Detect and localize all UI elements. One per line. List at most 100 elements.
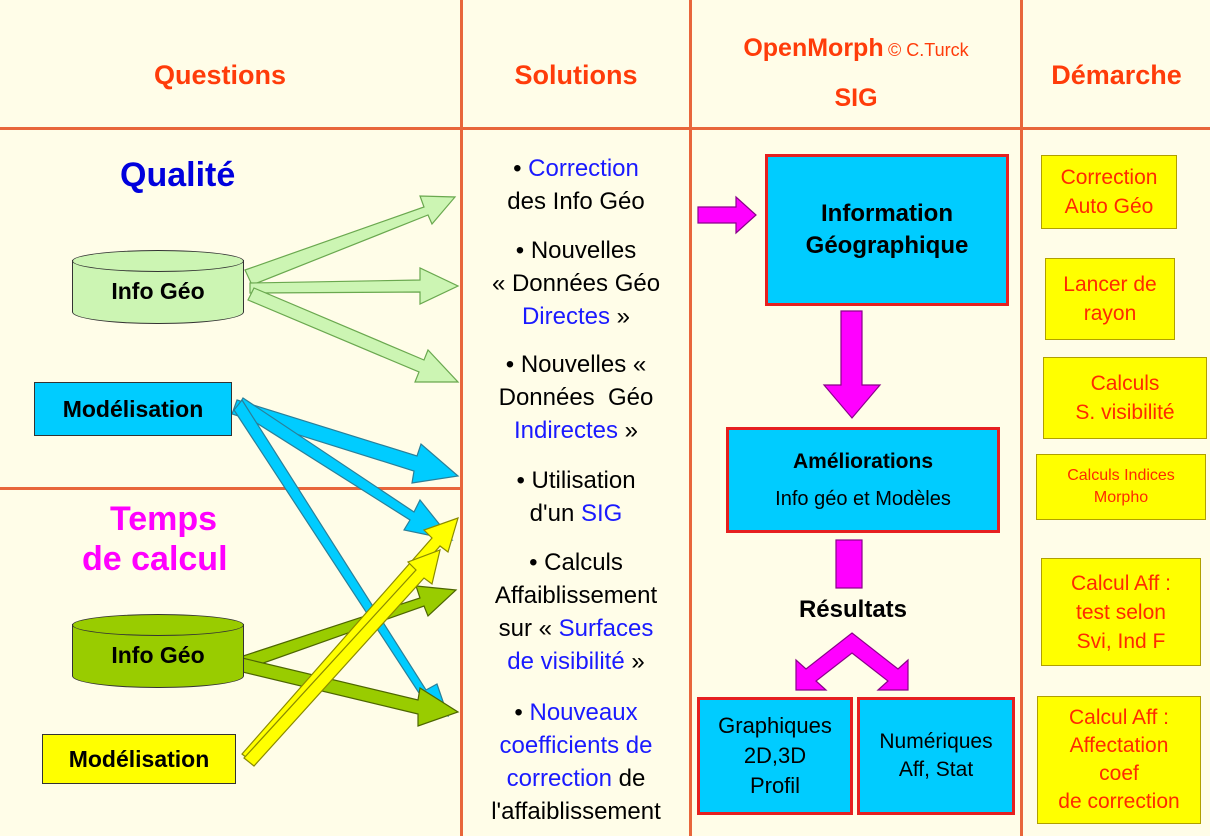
modelisation-box-1: Modélisation bbox=[34, 382, 232, 436]
modelisation-label-1: Modélisation bbox=[62, 395, 204, 422]
info-geo-cylinder-1: Info Géo bbox=[72, 250, 244, 334]
green-arrow-to-indirectes bbox=[247, 287, 460, 383]
solution-line: Données Géo bbox=[498, 384, 654, 411]
demarche-lancer-rayon: Lancer de rayon bbox=[1045, 258, 1175, 340]
solution-line: • Nouvelles « bbox=[505, 351, 647, 378]
solution-keyword: Indirectes bbox=[513, 417, 619, 444]
solution-line: sur « Surfaces bbox=[462, 612, 690, 645]
graphiques-box: Graphiques 2D,3D Profil bbox=[697, 697, 853, 815]
column-divider-3 bbox=[1020, 0, 1023, 836]
qualite-label: Qualité bbox=[120, 156, 236, 194]
solution-keyword: coefficients de bbox=[499, 732, 653, 759]
box-line: test selon bbox=[1076, 600, 1166, 624]
solution-sig: • Utilisation d'un SIG bbox=[462, 464, 690, 530]
header-sig: SIG bbox=[834, 84, 878, 112]
modelisation-box-2: Modélisation bbox=[42, 734, 236, 784]
header-questions: Questions bbox=[153, 60, 287, 90]
box-line: Correction bbox=[1060, 166, 1158, 189]
temps-label-1: Temps bbox=[110, 500, 218, 538]
solution-line: Indirectes » bbox=[462, 414, 690, 447]
information-geographique-box: Information Géographique bbox=[765, 154, 1009, 306]
box-line: Calcul Aff : bbox=[1071, 571, 1171, 595]
green-arrow-to-correction bbox=[244, 195, 457, 286]
info-geo-label-2: Info Géo bbox=[111, 642, 205, 668]
openmorph-title: OpenMorph bbox=[743, 34, 884, 62]
solution-keyword: correction bbox=[506, 765, 612, 792]
solution-keyword: Directes bbox=[521, 303, 610, 330]
box-line: Numériques bbox=[879, 730, 993, 753]
left-section-divider bbox=[0, 487, 462, 490]
solution-line: • Nouveaux bbox=[462, 696, 690, 729]
solution-line: coefficients de bbox=[462, 729, 690, 762]
cylinder-top bbox=[72, 614, 244, 636]
solution-calculs: • Calculs Affaiblissement sur « Surfaces… bbox=[462, 546, 690, 678]
box-line: Morpho bbox=[1093, 489, 1149, 506]
box-line: Svi, Ind F bbox=[1076, 629, 1166, 653]
solution-line: • Nouvelles bbox=[515, 237, 637, 264]
bullet: • bbox=[514, 699, 530, 726]
solution-suffix: de bbox=[612, 765, 646, 792]
temps-label-2: de calcul bbox=[82, 540, 228, 578]
solution-line: • Calculs bbox=[529, 549, 623, 576]
box-line: Calcul Aff : bbox=[1069, 706, 1169, 729]
modelisation-label-2: Modélisation bbox=[68, 745, 210, 772]
box-line: Graphiques bbox=[718, 713, 832, 738]
solution-suffix: » bbox=[618, 417, 639, 444]
solution-line: correction de bbox=[462, 762, 690, 795]
box-line: Lancer de bbox=[1063, 273, 1157, 296]
header-demarche: Démarche bbox=[1051, 60, 1182, 90]
column-divider-2 bbox=[689, 0, 692, 836]
darkgreen-arrow-to-calculs bbox=[233, 585, 458, 673]
solution-prefix: sur « bbox=[498, 615, 559, 642]
resultats-label: Résultats bbox=[798, 596, 908, 623]
darkgreen-arrow-to-coefficients bbox=[233, 656, 460, 727]
magenta-arrow-right bbox=[697, 195, 757, 235]
solution-keyword: Nouveaux bbox=[529, 699, 638, 726]
box-line: Auto Géo bbox=[1064, 195, 1154, 218]
box-line: Affectation bbox=[1069, 734, 1169, 757]
header-divider bbox=[0, 127, 1210, 130]
yellow-arrow-to-calculs bbox=[243, 549, 441, 767]
solution-suffix: » bbox=[624, 648, 645, 675]
magenta-split-arrow bbox=[795, 632, 909, 691]
cylinder-top bbox=[72, 250, 244, 272]
solution-prefix: d'un bbox=[529, 500, 581, 527]
box-line: Calculs Indices bbox=[1067, 467, 1175, 484]
ameliorations-box: Améliorations Info géo et Modèles bbox=[726, 427, 1000, 533]
solution-line: • Correction bbox=[462, 152, 690, 185]
solution-keyword: Surfaces bbox=[558, 615, 654, 642]
info-geo-cylinder-2: Info Géo bbox=[72, 614, 244, 698]
solution-line: « Données Géo bbox=[491, 270, 661, 297]
cyan-arrow-to-calculs bbox=[235, 397, 454, 541]
box-line: Profil bbox=[749, 773, 801, 798]
ameliorations-title: Améliorations bbox=[792, 449, 934, 473]
solution-keyword: SIG bbox=[580, 500, 623, 527]
copyright-note: © C.Turck bbox=[888, 40, 969, 60]
box-line: Géographique bbox=[805, 232, 969, 259]
solution-directes: • Nouvelles « Données Géo Directes » bbox=[462, 234, 690, 333]
solution-line: Affaiblissement bbox=[494, 582, 658, 609]
info-geo-label-1: Info Géo bbox=[111, 278, 205, 304]
solution-line: d'un SIG bbox=[462, 497, 690, 530]
numeriques-box: Numériques Aff, Stat bbox=[857, 697, 1015, 815]
solution-suffix: » bbox=[610, 303, 631, 330]
bullet: • bbox=[513, 155, 529, 182]
column-divider-1 bbox=[460, 0, 463, 836]
box-line: Information bbox=[821, 200, 953, 227]
box-line: rayon bbox=[1083, 302, 1137, 325]
solution-indirectes: • Nouvelles « Données Géo Indirectes » bbox=[462, 348, 690, 447]
solution-coefficients: • Nouveaux coefficients de correction de… bbox=[462, 696, 690, 828]
box-line: Calculs bbox=[1090, 372, 1160, 395]
solution-line: • Utilisation bbox=[516, 467, 636, 494]
solution-line: des Info Géo bbox=[507, 188, 645, 215]
box-line: de correction bbox=[1058, 790, 1180, 813]
solution-line: l'affaiblissement bbox=[491, 798, 661, 825]
header-solutions: Solutions bbox=[514, 60, 638, 90]
solution-keyword: de visibilité bbox=[507, 648, 625, 675]
